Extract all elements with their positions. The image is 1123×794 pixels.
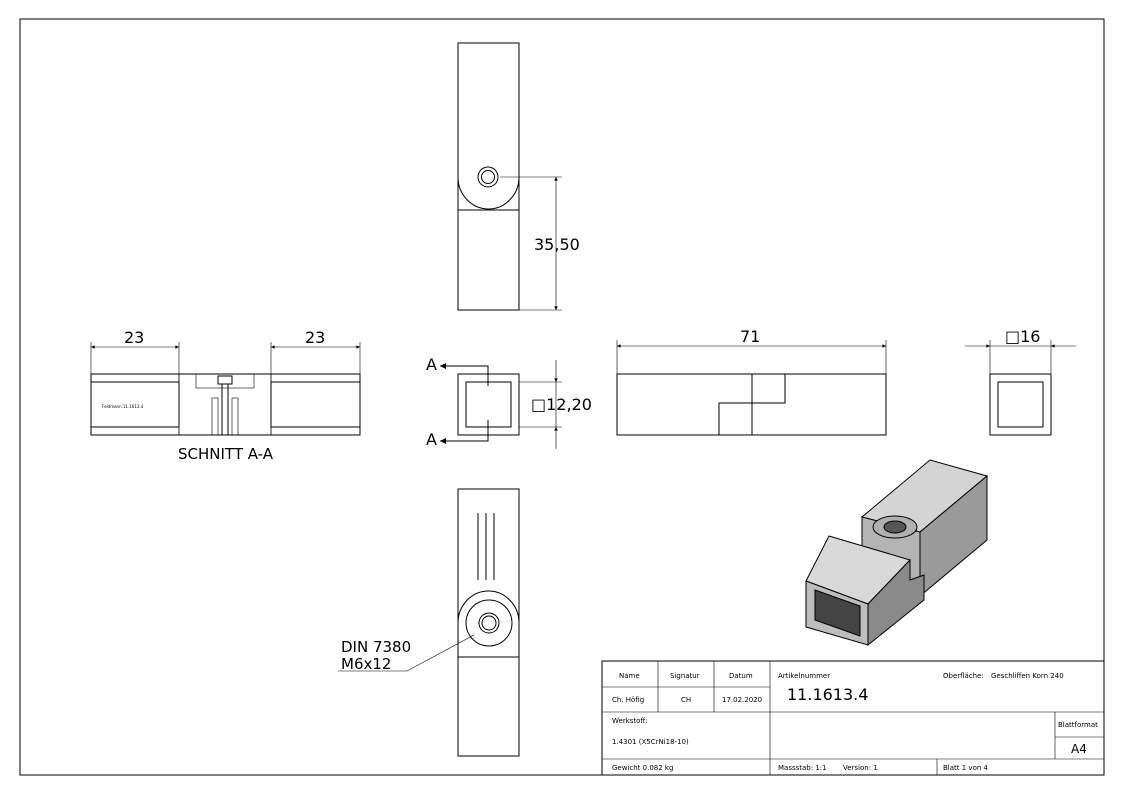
tb-name-label: Name xyxy=(619,672,640,680)
tb-oberflaeche-value: Geschliffen Korn 240 xyxy=(991,672,1064,680)
callout-line1: DIN 7380 xyxy=(341,638,411,656)
bolt-shank xyxy=(221,383,229,436)
bolt-head xyxy=(217,375,233,385)
tb-signatur-value: CH xyxy=(681,696,691,704)
tb-blattformat-label: Blattformat xyxy=(1058,721,1098,729)
top-view: 35,50 xyxy=(457,42,580,311)
tb-artikel-value: 11.1613.4 xyxy=(787,685,868,704)
engraving-text: Feldmann 11.1613.4 xyxy=(102,404,144,409)
tb-signatur-label: Signatur xyxy=(670,672,700,680)
section-title: SCHNITT A-A xyxy=(178,445,274,463)
title-block: Name Signatur Datum Ch. Höfig CH 17.02.2… xyxy=(601,660,1105,776)
side-view: 71 xyxy=(616,327,887,436)
tb-werkstoff-label: Werkstoff: xyxy=(612,717,648,725)
dim-left: 23 xyxy=(124,328,144,347)
tb-artikel-label: Artikelnummer xyxy=(778,672,830,680)
dim-length: 71 xyxy=(740,327,760,346)
dim-right: 23 xyxy=(305,328,325,347)
end-view: □16 xyxy=(965,327,1076,436)
dim-square-side: □16 xyxy=(1005,327,1040,346)
bolt-hole-top xyxy=(477,166,499,188)
bolt-head-outline xyxy=(465,599,513,647)
bottom-view: DIN 7380 M6x12 xyxy=(338,488,520,757)
tb-datum-value: 17.02.2020 xyxy=(722,696,762,704)
tb-version: Version: 1 xyxy=(843,764,878,772)
section-marker-top: A xyxy=(426,355,437,374)
tb-massstab: Massstab: 1:1 xyxy=(778,764,827,772)
tb-name-value: Ch. Höfig xyxy=(612,696,644,704)
callout-line2: M6x12 xyxy=(341,655,391,673)
tb-blatt: Blatt 1 von 4 xyxy=(943,764,989,772)
section-view: Feldmann 11.1613.4 23 23 SCHNITT A-A xyxy=(90,328,361,463)
sheet-frame xyxy=(19,18,1105,776)
tb-oberflaeche-label: Oberfläche: xyxy=(943,672,984,680)
front-view: A A □12,20 xyxy=(426,355,592,449)
tb-gewicht: Gewicht 0.082 kg xyxy=(612,764,673,772)
dim-top-height: 35,50 xyxy=(534,235,580,254)
tb-datum-label: Datum xyxy=(729,672,753,680)
section-marker-bottom: A xyxy=(426,430,437,449)
tb-blattformat-value: A4 xyxy=(1071,742,1087,756)
isometric-view xyxy=(805,459,989,647)
tb-werkstoff-value: 1.4301 (X5CrNi18-10) xyxy=(612,738,689,746)
dim-inner-square: □12,20 xyxy=(531,395,592,414)
